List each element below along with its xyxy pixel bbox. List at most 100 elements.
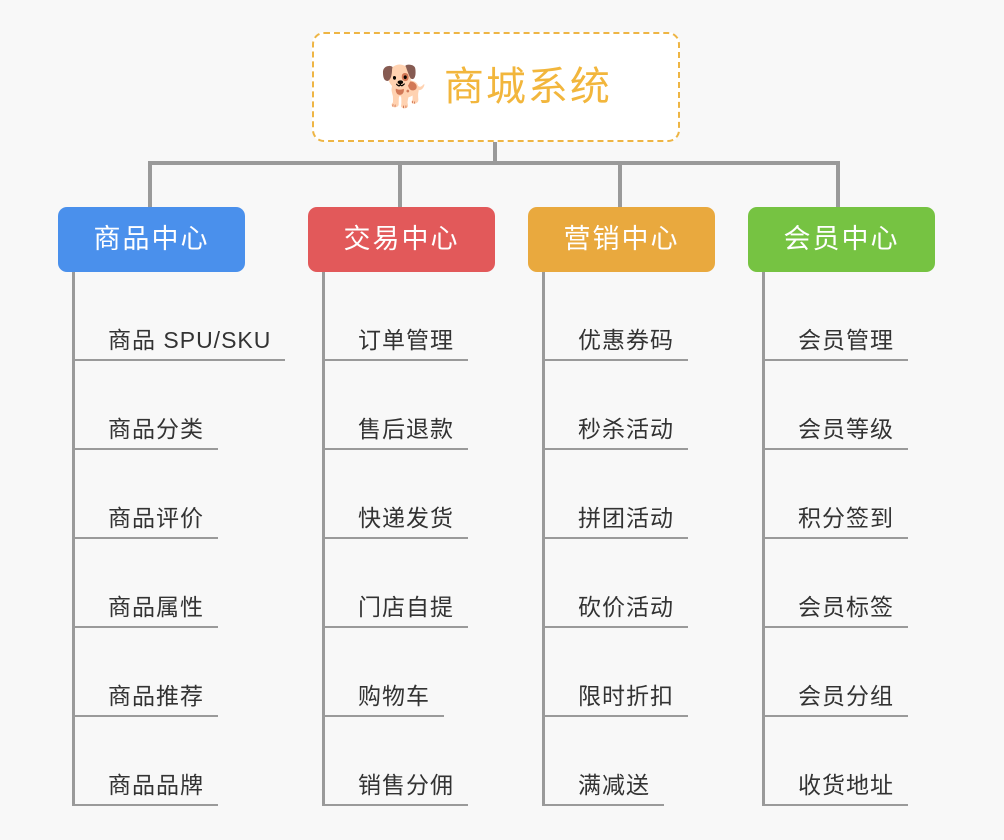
branch-header-member-center[interactable]: 会员中心 bbox=[748, 207, 935, 272]
list-item[interactable]: 门店自提 bbox=[322, 539, 495, 628]
connector-root-stem bbox=[493, 142, 497, 164]
list-item-underline bbox=[762, 537, 908, 539]
list-item-underline bbox=[542, 537, 688, 539]
list-item-label: 会员分组 bbox=[798, 682, 894, 709]
list-item-underline bbox=[322, 537, 468, 539]
list-item-label: 商品评价 bbox=[108, 504, 204, 531]
list-item[interactable]: 购物车 bbox=[322, 628, 495, 717]
list-item-underline bbox=[322, 359, 468, 361]
list-item-underline bbox=[762, 804, 908, 806]
list-item-underline bbox=[72, 359, 285, 361]
list-item-underline bbox=[72, 626, 218, 628]
list-item-underline bbox=[322, 804, 468, 806]
list-item-label: 商品属性 bbox=[108, 593, 204, 620]
list-item-label: 满减送 bbox=[578, 771, 650, 798]
list-item[interactable]: 满减送 bbox=[542, 717, 715, 806]
list-item-label: 商品分类 bbox=[108, 415, 204, 442]
branch-header-marketing-center[interactable]: 营销中心 bbox=[528, 207, 715, 272]
list-item-label: 销售分佣 bbox=[358, 771, 454, 798]
list-item[interactable]: 会员标签 bbox=[762, 539, 935, 628]
list-item-label: 门店自提 bbox=[358, 593, 454, 620]
root-node[interactable]: 🐕 商城系统 bbox=[312, 32, 680, 142]
list-item-underline bbox=[322, 626, 468, 628]
list-item-underline bbox=[762, 448, 908, 450]
list-item-label: 会员管理 bbox=[798, 326, 894, 353]
branch-header-label: 商品中心 bbox=[93, 224, 210, 254]
list-item-underline bbox=[322, 448, 468, 450]
branch-spine bbox=[762, 272, 765, 806]
list-item[interactable]: 销售分佣 bbox=[322, 717, 495, 806]
list-item[interactable]: 商品 SPU/SKU bbox=[72, 272, 285, 361]
list-item[interactable]: 限时折扣 bbox=[542, 628, 715, 717]
branch-marketing-center: 营销中心 优惠券码 秒杀活动 拼团活动 砍价活动 限时折扣 满减送 bbox=[528, 207, 715, 806]
list-item-underline bbox=[542, 448, 688, 450]
list-item-underline bbox=[542, 359, 688, 361]
list-item[interactable]: 售后退款 bbox=[322, 361, 495, 450]
list-item-underline bbox=[72, 537, 218, 539]
list-item-label: 会员等级 bbox=[798, 415, 894, 442]
list-item-label: 砍价活动 bbox=[578, 593, 674, 620]
list-item[interactable]: 订单管理 bbox=[322, 272, 495, 361]
list-item[interactable]: 商品评价 bbox=[72, 450, 271, 539]
branch-spine bbox=[542, 272, 545, 806]
list-item-underline bbox=[542, 715, 688, 717]
list-item-underline bbox=[72, 448, 218, 450]
connector-drop-product-center bbox=[148, 161, 152, 209]
branch-trade-center: 交易中心 订单管理 售后退款 快递发货 门店自提 购物车 销售分佣 bbox=[308, 207, 495, 806]
list-item[interactable]: 会员分组 bbox=[762, 628, 935, 717]
list-item[interactable]: 商品品牌 bbox=[72, 717, 271, 806]
list-item-underline bbox=[542, 804, 664, 806]
branch-member-center: 会员中心 会员管理 会员等级 积分签到 会员标签 会员分组 收货地址 bbox=[748, 207, 935, 806]
branch-items-product-center: 商品 SPU/SKU 商品分类 商品评价 商品属性 商品推荐 商品品牌 bbox=[72, 272, 285, 806]
branch-spine bbox=[72, 272, 75, 806]
list-item-label: 收货地址 bbox=[798, 771, 894, 798]
branch-spine bbox=[322, 272, 325, 806]
list-item-label: 商品推荐 bbox=[108, 682, 204, 709]
branch-product-center: 商品中心 商品 SPU/SKU 商品分类 商品评价 商品属性 商品推荐 商品品牌 bbox=[58, 207, 285, 806]
list-item[interactable]: 砍价活动 bbox=[542, 539, 715, 628]
list-item-underline bbox=[72, 715, 218, 717]
list-item-underline bbox=[322, 715, 444, 717]
root-title: 商城系统 bbox=[443, 65, 612, 109]
list-item-underline bbox=[762, 359, 908, 361]
branch-header-product-center[interactable]: 商品中心 bbox=[58, 207, 245, 272]
branch-items-marketing-center: 优惠券码 秒杀活动 拼团活动 砍价活动 限时折扣 满减送 bbox=[542, 272, 715, 806]
connector-horizontal-bus bbox=[150, 161, 840, 165]
list-item-label: 快递发货 bbox=[358, 504, 454, 531]
list-item[interactable]: 优惠券码 bbox=[542, 272, 715, 361]
list-item[interactable]: 积分签到 bbox=[762, 450, 935, 539]
list-item[interactable]: 快递发货 bbox=[322, 450, 495, 539]
list-item-label: 购物车 bbox=[358, 682, 430, 709]
list-item[interactable]: 商品分类 bbox=[72, 361, 271, 450]
list-item-label: 商品 SPU/SKU bbox=[108, 326, 272, 353]
list-item-underline bbox=[542, 626, 688, 628]
branch-header-label: 会员中心 bbox=[783, 224, 900, 254]
list-item-label: 拼团活动 bbox=[578, 504, 674, 531]
list-item[interactable]: 会员管理 bbox=[762, 272, 935, 361]
list-item[interactable]: 会员等级 bbox=[762, 361, 935, 450]
list-item-label: 售后退款 bbox=[358, 415, 454, 442]
connector-drop-trade-center bbox=[398, 161, 402, 209]
list-item[interactable]: 商品推荐 bbox=[72, 628, 271, 717]
branch-header-trade-center[interactable]: 交易中心 bbox=[308, 207, 495, 272]
list-item-label: 订单管理 bbox=[358, 326, 454, 353]
list-item-label: 会员标签 bbox=[798, 593, 894, 620]
list-item-label: 商品品牌 bbox=[108, 771, 204, 798]
list-item-label: 限时折扣 bbox=[578, 682, 674, 709]
list-item[interactable]: 拼团活动 bbox=[542, 450, 715, 539]
list-item-label: 秒杀活动 bbox=[578, 415, 674, 442]
connector-drop-marketing-center bbox=[618, 161, 622, 209]
list-item-underline bbox=[72, 804, 218, 806]
branch-header-label: 营销中心 bbox=[563, 224, 680, 254]
list-item[interactable]: 商品属性 bbox=[72, 539, 271, 628]
list-item-label: 优惠券码 bbox=[578, 326, 674, 353]
list-item-underline bbox=[762, 715, 908, 717]
list-item[interactable]: 收货地址 bbox=[762, 717, 935, 806]
connector-drop-member-center bbox=[836, 161, 840, 209]
branch-items-member-center: 会员管理 会员等级 积分签到 会员标签 会员分组 收货地址 bbox=[762, 272, 935, 806]
shiba-dog-face-icon: 🐕 bbox=[380, 65, 430, 109]
branch-header-label: 交易中心 bbox=[343, 224, 460, 254]
branch-items-trade-center: 订单管理 售后退款 快递发货 门店自提 购物车 销售分佣 bbox=[322, 272, 495, 806]
list-item[interactable]: 秒杀活动 bbox=[542, 361, 715, 450]
